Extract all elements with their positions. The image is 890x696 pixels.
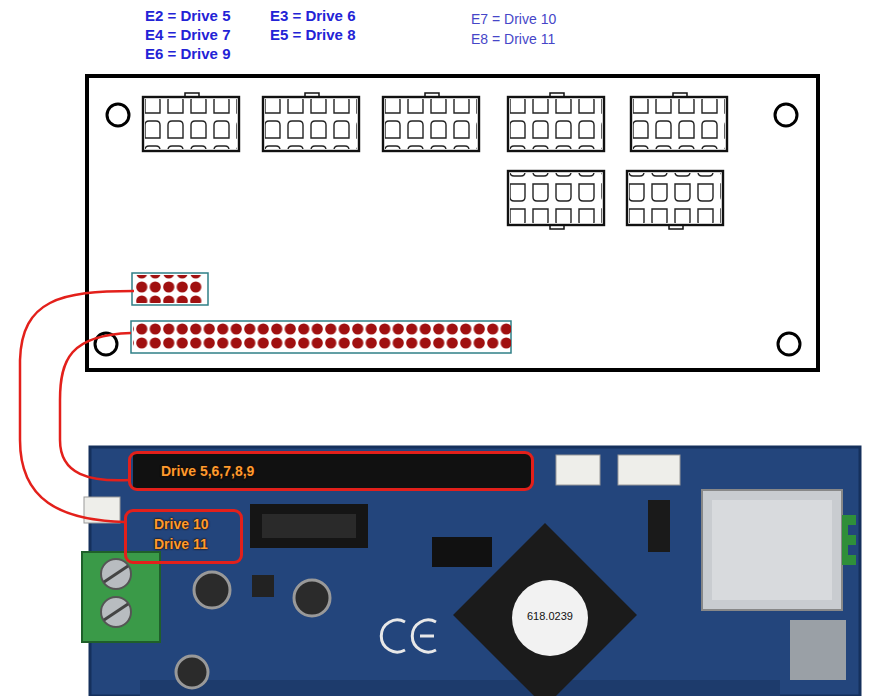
drive-label: Drive 5,6,7,8,9	[161, 461, 531, 481]
extruder-mapping: E7 = Drive 10	[471, 11, 556, 28]
extruder-mapping: E4 = Drive 7	[145, 26, 230, 44]
callout-box: Drive 5,6,7,8,9	[128, 451, 534, 491]
callout-box: Drive 10 Drive 11	[124, 509, 243, 564]
extruder-mapping: E2 = Drive 5	[145, 7, 230, 25]
drive-label: Drive 10 Drive 11	[154, 514, 228, 555]
extruder-mapping: E3 = Drive 6	[270, 7, 355, 25]
extruder-mapping: E6 = Drive 9	[145, 45, 230, 63]
extruder-mapping: E8 = Drive 11	[471, 31, 555, 48]
chip-marking: 618.0239	[527, 610, 573, 623]
extruder-mapping: E5 = Drive 8	[270, 26, 355, 44]
